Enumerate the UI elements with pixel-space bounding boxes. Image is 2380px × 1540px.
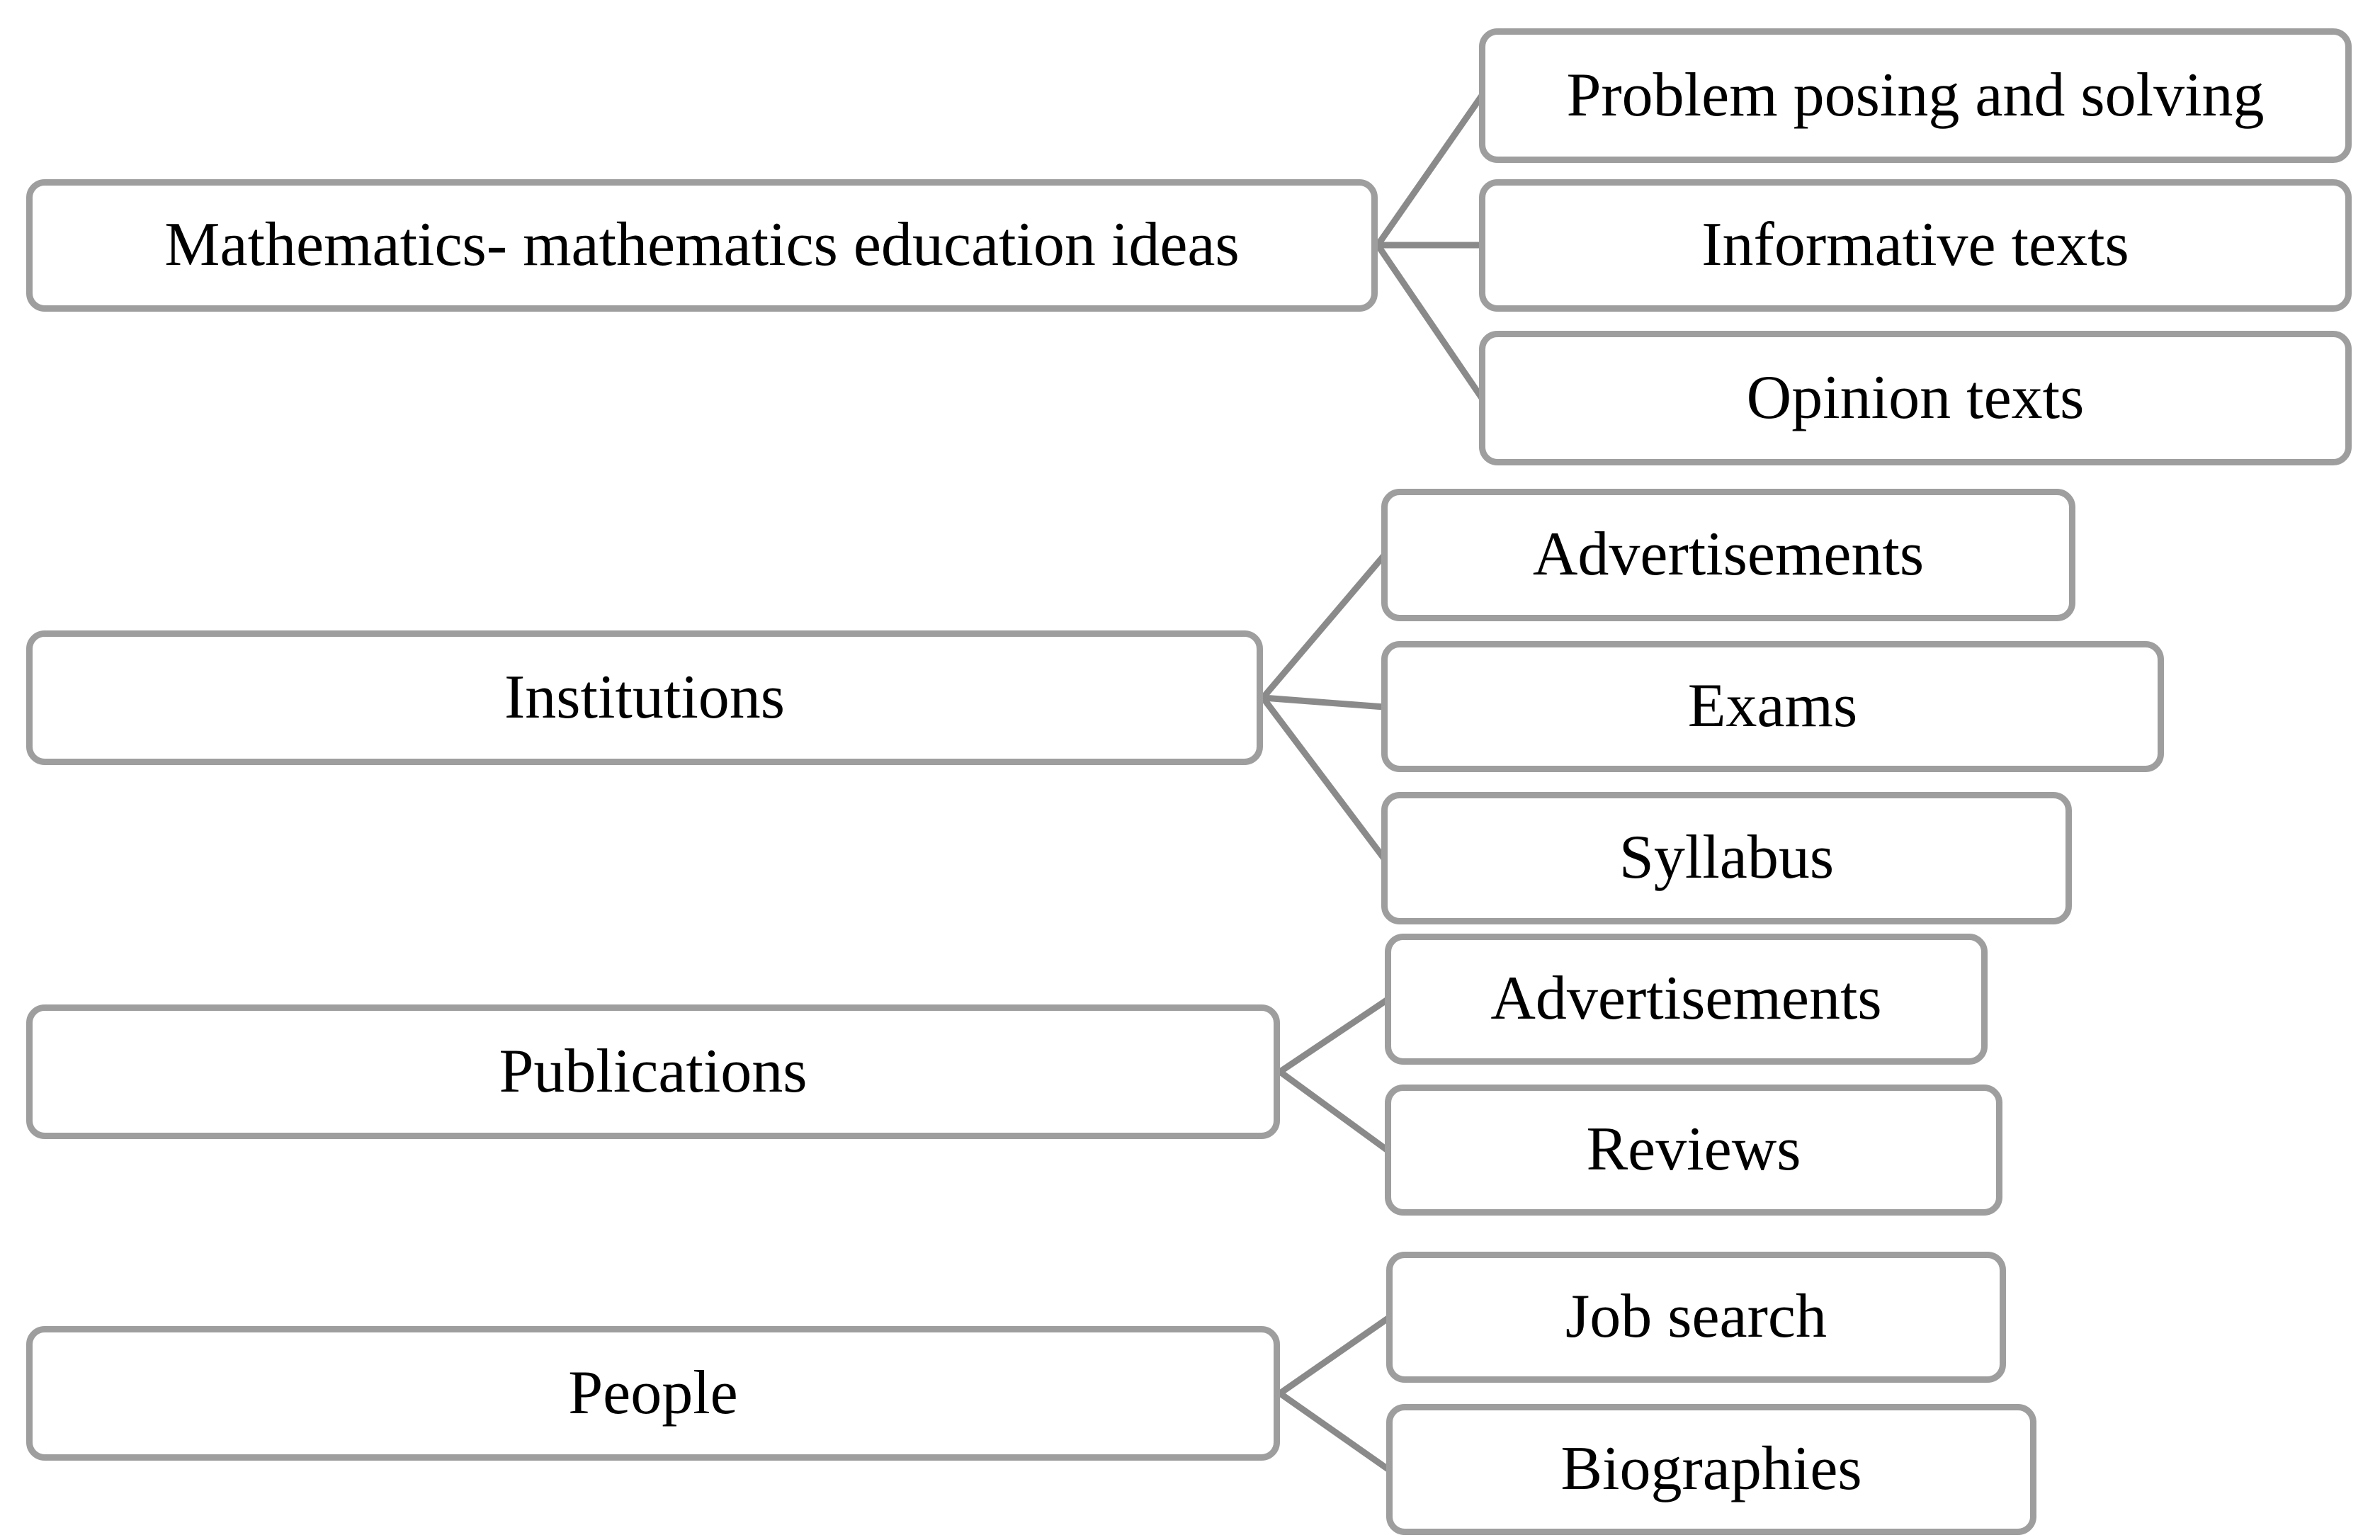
connector-publications-to-advertisements [1278, 997, 1390, 1075]
node-label: Informative texts [1701, 210, 2129, 280]
node-problem-posing-and-solving: Problem posing and solving [1479, 28, 2352, 163]
node-institutions-advertisements: Advertisements [1381, 489, 2075, 621]
node-label: Syllabus [1619, 823, 1835, 893]
connector-institutions-to-syllabus [1260, 696, 1387, 861]
connector-people-to-biographies [1278, 1391, 1391, 1473]
node-reviews: Reviews [1385, 1085, 2002, 1216]
node-people: People [26, 1326, 1280, 1461]
node-informative-texts: Informative texts [1479, 179, 2352, 312]
node-label: Problem posing and solving [1566, 60, 2265, 130]
node-publications-advertisements: Advertisements [1385, 934, 1988, 1065]
node-label: Reviews [1586, 1115, 1801, 1184]
node-label: Publications [499, 1036, 808, 1106]
connector-people-to-job-search [1278, 1315, 1391, 1396]
connector-institutions-to-exams [1262, 694, 1385, 710]
node-opinion-texts: Opinion texts [1479, 331, 2352, 465]
node-label: People [568, 1358, 738, 1427]
node-publications: Publications [26, 1004, 1280, 1139]
node-mathematics-education-ideas: Mathematics- mathematics education ideas [26, 179, 1378, 312]
node-exams: Exams [1381, 641, 2164, 772]
node-label: Advertisements [1532, 520, 1925, 589]
node-label: Biographies [1560, 1434, 1862, 1504]
node-label: Advertisements [1490, 964, 1882, 1034]
connector-institutions-to-advertisements [1260, 553, 1387, 700]
node-label: Job search [1565, 1282, 1827, 1352]
connector-math-to-problem-posing [1375, 94, 1485, 247]
node-label: Opinion texts [1746, 363, 2085, 432]
connector-publications-to-reviews [1278, 1069, 1390, 1153]
node-label: Institutions [504, 662, 786, 732]
node-job-search: Job search [1386, 1252, 2006, 1383]
node-biographies: Biographies [1386, 1404, 2036, 1535]
node-label: Mathematics- mathematics education ideas [164, 210, 1240, 280]
connector-math-to-opinion-texts [1375, 243, 1485, 400]
node-label: Exams [1687, 672, 1858, 741]
node-syllabus: Syllabus [1381, 792, 2072, 924]
node-institutions: Institutions [26, 630, 1263, 765]
